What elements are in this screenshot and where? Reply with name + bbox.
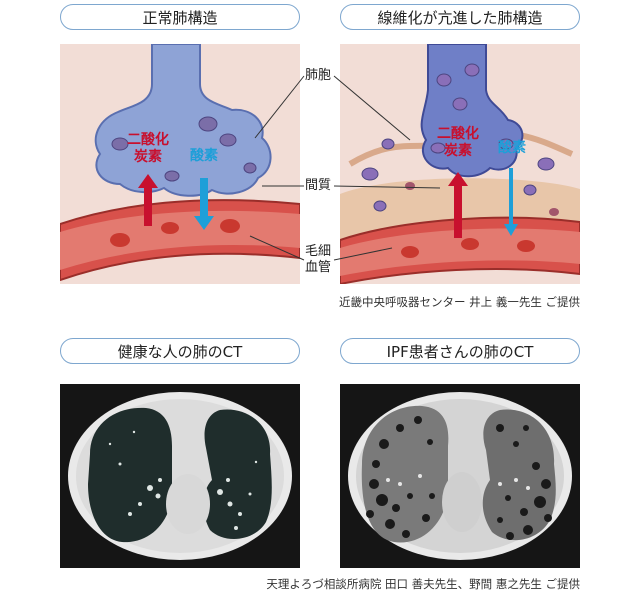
normal-lung-title: 正常肺構造 [60,4,300,30]
o2-label-fibrotic: 酸素 [498,140,526,156]
co2-label-fibrotic: 二酸化炭素 [437,126,479,159]
o2-label-normal: 酸素 [190,148,218,164]
ipf-ct-title: IPF患者さんの肺のCT [340,338,580,364]
healthy-ct-title: 健康な人の肺のCT [60,338,300,364]
co2-label-normal: 二酸化炭素 [127,132,169,165]
healthy-ct-image [60,384,300,568]
fibrotic-lung-title: 線維化が亢進した肺構造 [340,4,580,30]
interstitium-label: 間質 [305,178,332,193]
ipf-ct-image [340,384,580,568]
capillary-label: 毛細 血管 [305,244,332,275]
ct-credit: 天理よろづ相談所病院 田口 善夫先生、野間 惠之先生 ご提供 [266,577,580,591]
illustration-credit: 近畿中央呼吸器センター 井上 義一先生 ご提供 [339,295,580,309]
normal-lung-illustration: 二酸化炭素 酸素 [60,44,300,284]
fibrotic-lung-illustration: 二酸化炭素 酸素 [340,44,580,284]
alveolus-label: 肺胞 [305,68,332,83]
